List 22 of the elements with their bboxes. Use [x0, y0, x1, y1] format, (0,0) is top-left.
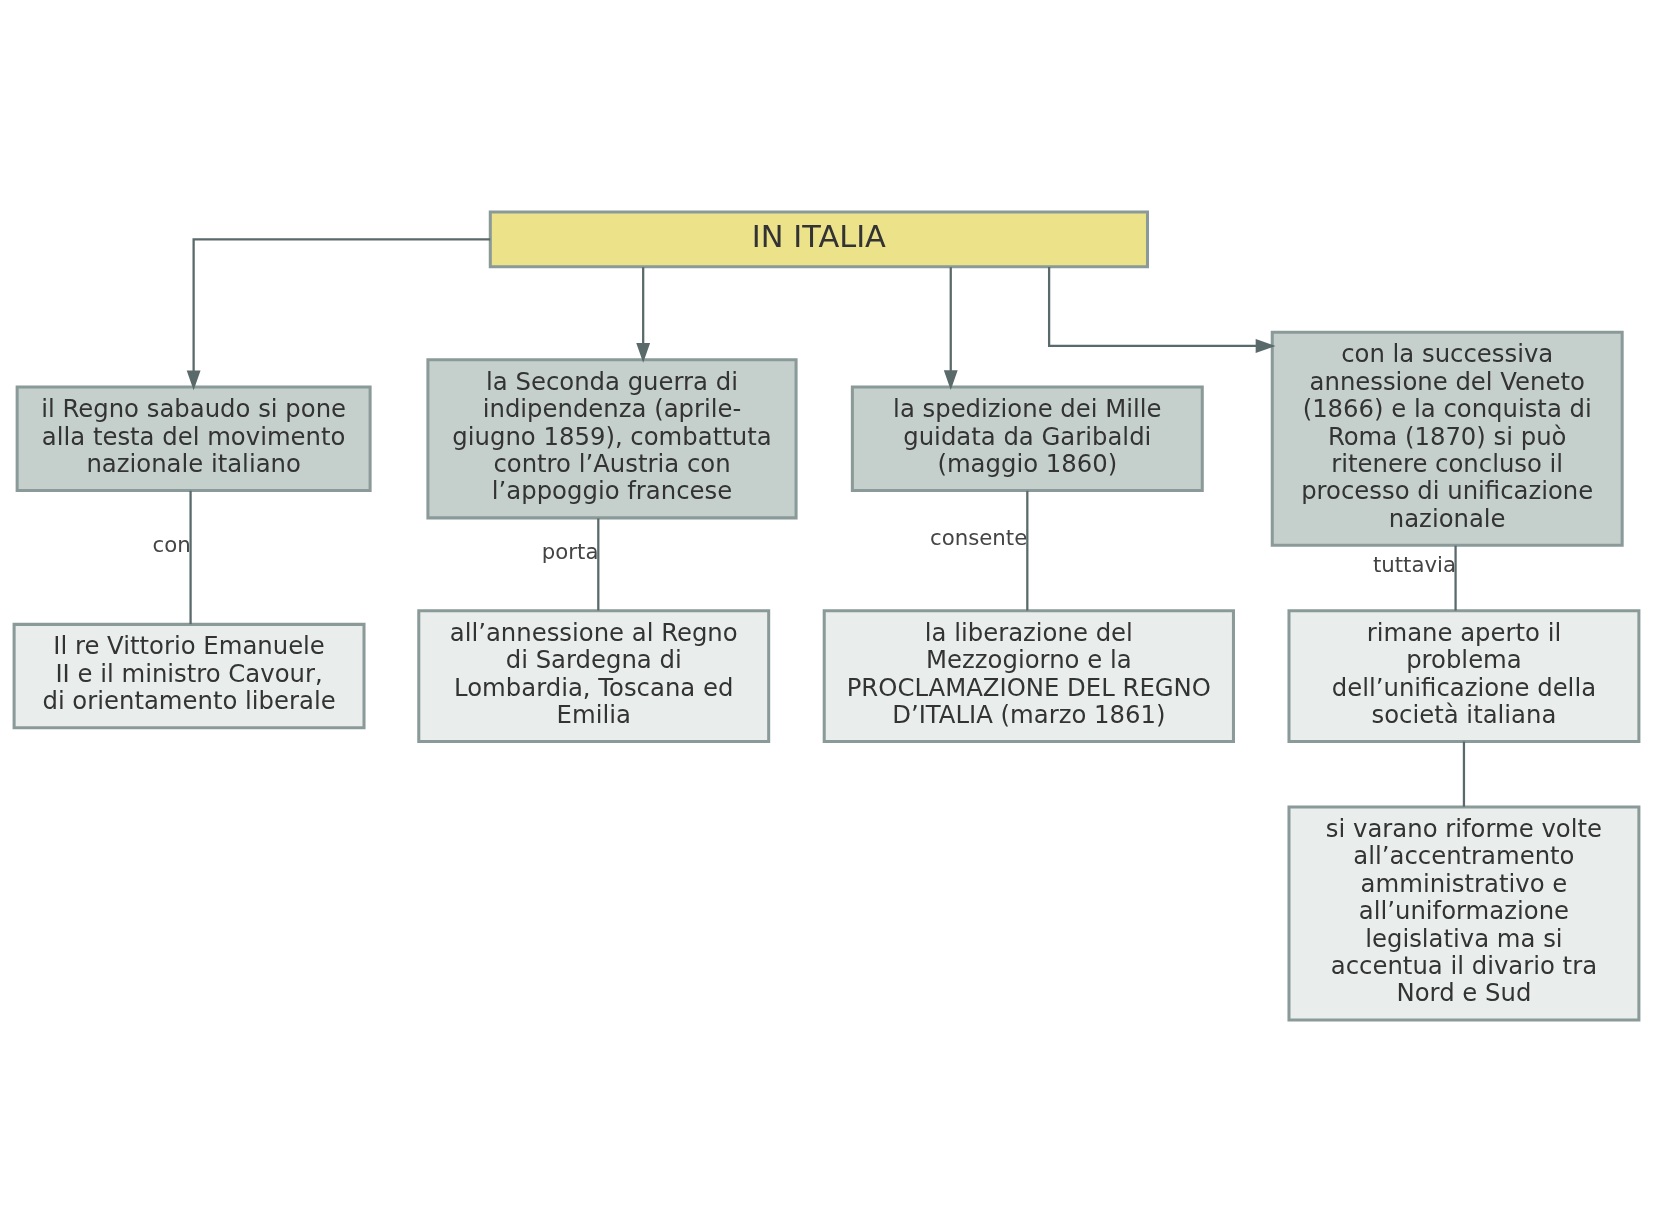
- connector: [1462, 741, 1466, 807]
- arrow: [1047, 266, 1276, 353]
- connector: [597, 518, 600, 611]
- edge-label: tuttavia: [1372, 552, 1457, 578]
- connector: [1454, 545, 1457, 611]
- node-box: la spedizione dei Mille guidata da Garibaldi (maggio 1860): [850, 385, 1204, 492]
- edge-label: porta: [541, 538, 599, 564]
- edge-label: con: [152, 531, 191, 557]
- node-box: all’annessione al Regno di Sardegna di Lombardia, Toscana ed Emilia: [417, 609, 771, 744]
- node-box: la liberazione del Mezzogiorno e la PROCLAMAZIONE DEL REGNO D’ITALIA (marzo 1861): [822, 609, 1235, 744]
- arrow: [636, 267, 651, 363]
- node-box: IN ITALIA: [488, 210, 1149, 269]
- connector: [1026, 490, 1029, 611]
- arrow: [943, 267, 958, 391]
- node-box: la Seconda guerra di indipendenza (aprile-giugno 1859), combattuta contro l’Austria con l’appoggio francese: [426, 358, 798, 520]
- node-box: rimane aperto il problema dell’unificazione della società italiana: [1287, 609, 1641, 744]
- node-box: Il re Vittorio Emanuele II e il ministro Cavour, di orientamento liberale: [12, 622, 366, 730]
- arrow: [186, 238, 491, 391]
- node-box: il Regno sabaudo si pone alla testa del movimento nazionale italiano: [15, 385, 372, 492]
- node-box: con la successiva annessione del Veneto (1866) e la conquista di Roma (1870) si può ritenere concluso il processo di unificazione nazionale: [1270, 330, 1624, 547]
- node-box: si varano riforme volte all’accentramento amministrativo e all’uniformazione legislativa ma si accentua il divario tra Nord e Sud: [1287, 805, 1641, 1022]
- connector: [189, 490, 192, 625]
